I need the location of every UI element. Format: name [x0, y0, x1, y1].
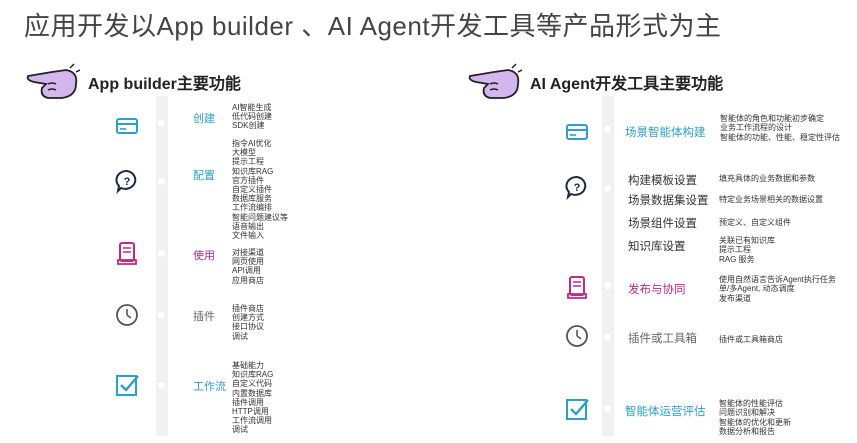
row-items-knowledge: 关联已有知识库 提示工程 RAG 服务	[719, 236, 775, 264]
row-items-scene-agent: 智能体的角色和功能初步确定 业务工作流程的设计 智能体的功能、性能、稳定性评估	[720, 114, 840, 142]
page-title: 应用开发以App builder 、AI Agent开发工具等产品形式为主	[24, 11, 722, 41]
question-bubble-icon: ?	[565, 176, 587, 200]
credit-card-icon	[566, 124, 588, 140]
timeline-dot	[604, 126, 611, 133]
row-items-use: 对接渠道 网页使用 API调用 应用商店	[232, 248, 264, 285]
timeline-dot	[158, 382, 165, 389]
timeline-dot	[158, 178, 165, 185]
checkbox-icon	[116, 375, 139, 396]
row-items-toolbox: 插件或工具箱商店	[719, 335, 783, 344]
question-bubble-icon: ?	[115, 170, 137, 194]
row-label-template: 构建模板设置	[628, 175, 697, 187]
row-label-config: 配置	[193, 170, 215, 182]
right-timeline-rail	[602, 96, 614, 436]
row-items-dataset: 特定业务场景相关的数据设置	[719, 195, 823, 204]
row-items-publish: 使用自然语言告诉Agent执行任务 单/多Agent, 动态调度 发布渠道	[719, 275, 836, 303]
row-items-config: 指令AI优化 大模型 提示工程 知识库RAG 官方插件 自定义插件 数据库服务 …	[232, 139, 288, 241]
timeline-dot	[604, 185, 611, 192]
credit-card-icon	[116, 118, 138, 134]
row-label-workflow: 工作流	[193, 381, 226, 393]
clock-icon	[566, 325, 588, 347]
row-label-plugin: 插件	[193, 311, 215, 323]
row-label-component: 场景组件设置	[628, 218, 697, 230]
pointing-hand-icon	[468, 63, 522, 99]
checkbox-icon	[566, 399, 589, 420]
row-items-template: 填充具体的业务数据和参数	[719, 174, 815, 183]
timeline-dot	[604, 334, 611, 341]
row-items-plugin: 插件商店 创建方式 接口协议 调试	[232, 304, 264, 341]
row-label-knowledge: 知识库设置	[628, 241, 686, 253]
clock-icon	[116, 304, 138, 326]
left-panel-title: App builder主要功能	[88, 76, 241, 93]
row-label-create: 创建	[193, 113, 215, 125]
scroll-icon	[117, 242, 137, 265]
left-panel-header: App builder主要功能	[26, 62, 241, 102]
pointing-hand-icon	[26, 63, 80, 99]
timeline-dot	[158, 250, 165, 257]
row-label-publish: 发布与协同	[628, 284, 686, 296]
timeline-dot	[158, 120, 165, 127]
timeline-dot	[604, 405, 611, 412]
right-panel-header: AI Agent开发工具主要功能	[468, 62, 723, 102]
row-label-scene-agent: 场景智能体构建	[625, 127, 706, 139]
row-label-dataset: 场景数据集设置	[628, 195, 709, 207]
svg-text:?: ?	[124, 176, 131, 188]
timeline-dot	[604, 282, 611, 289]
timeline-dot	[158, 312, 165, 319]
row-items-component: 预定义、自定义组件	[719, 218, 791, 227]
row-label-use: 使用	[193, 250, 215, 262]
row-label-operation: 智能体运营评估	[625, 406, 706, 418]
row-items-operation: 智能体的性能评估 问题识别和解决 智能体的优化和更新 数据分析和报告	[719, 399, 791, 437]
row-items-workflow: 基础能力 知识库RAG 自定义代码 内置数据库 插件调用 HTTP调用 工作流调…	[232, 361, 274, 435]
svg-text:?: ?	[574, 182, 581, 194]
right-panel-title: AI Agent开发工具主要功能	[530, 76, 724, 93]
scroll-icon	[567, 276, 587, 299]
row-items-create: AI智能生成 低代码创建 SDK创建	[232, 103, 272, 131]
row-label-toolbox: 插件或工具箱	[628, 333, 697, 345]
